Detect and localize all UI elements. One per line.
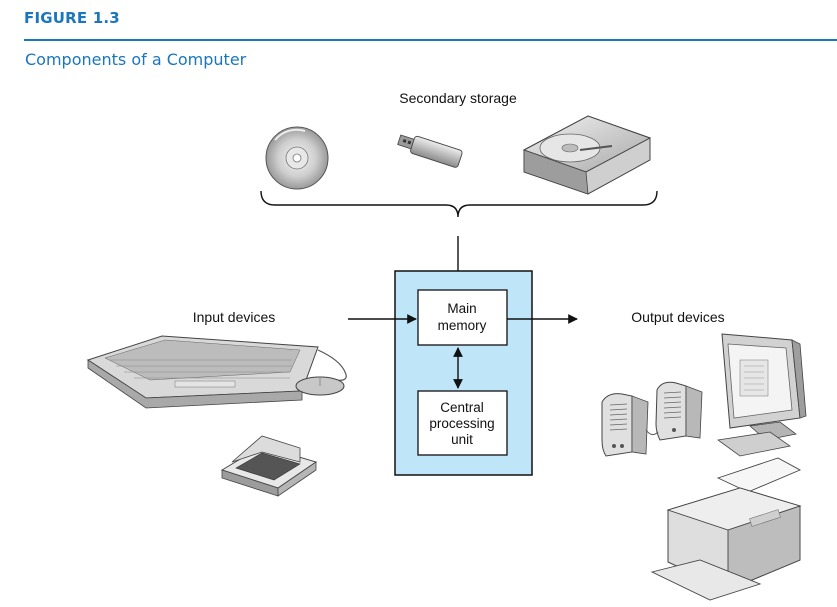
main-memory-box: Main memory [417,289,508,346]
output-devices-label: Output devices [631,309,724,325]
keyboard-icon [86,335,319,409]
figure-title: Components of a Computer [25,50,247,69]
svg-text:processing: processing [429,416,494,431]
usb-flash-drive-icon [397,134,463,168]
speakers-icon [601,381,703,457]
figure-number: FIGURE 1.3 [24,9,120,27]
monitor-icon [716,333,807,457]
hard-drive-icon [522,115,652,195]
scanner-icon [220,435,318,497]
mouse-icon [295,349,347,396]
svg-text:unit: unit [451,432,473,447]
cpu-box: Central processing unit [417,390,508,456]
title-divider [24,39,837,41]
svg-text:memory: memory [438,318,487,333]
cd-disc-icon [265,126,329,190]
svg-text:Central: Central [440,400,484,415]
storage-brace [260,190,658,218]
printer-icon [650,457,802,601]
svg-text:Main: Main [447,301,476,316]
secondary-storage-label: Secondary storage [399,90,517,106]
input-devices-label: Input devices [193,309,276,325]
